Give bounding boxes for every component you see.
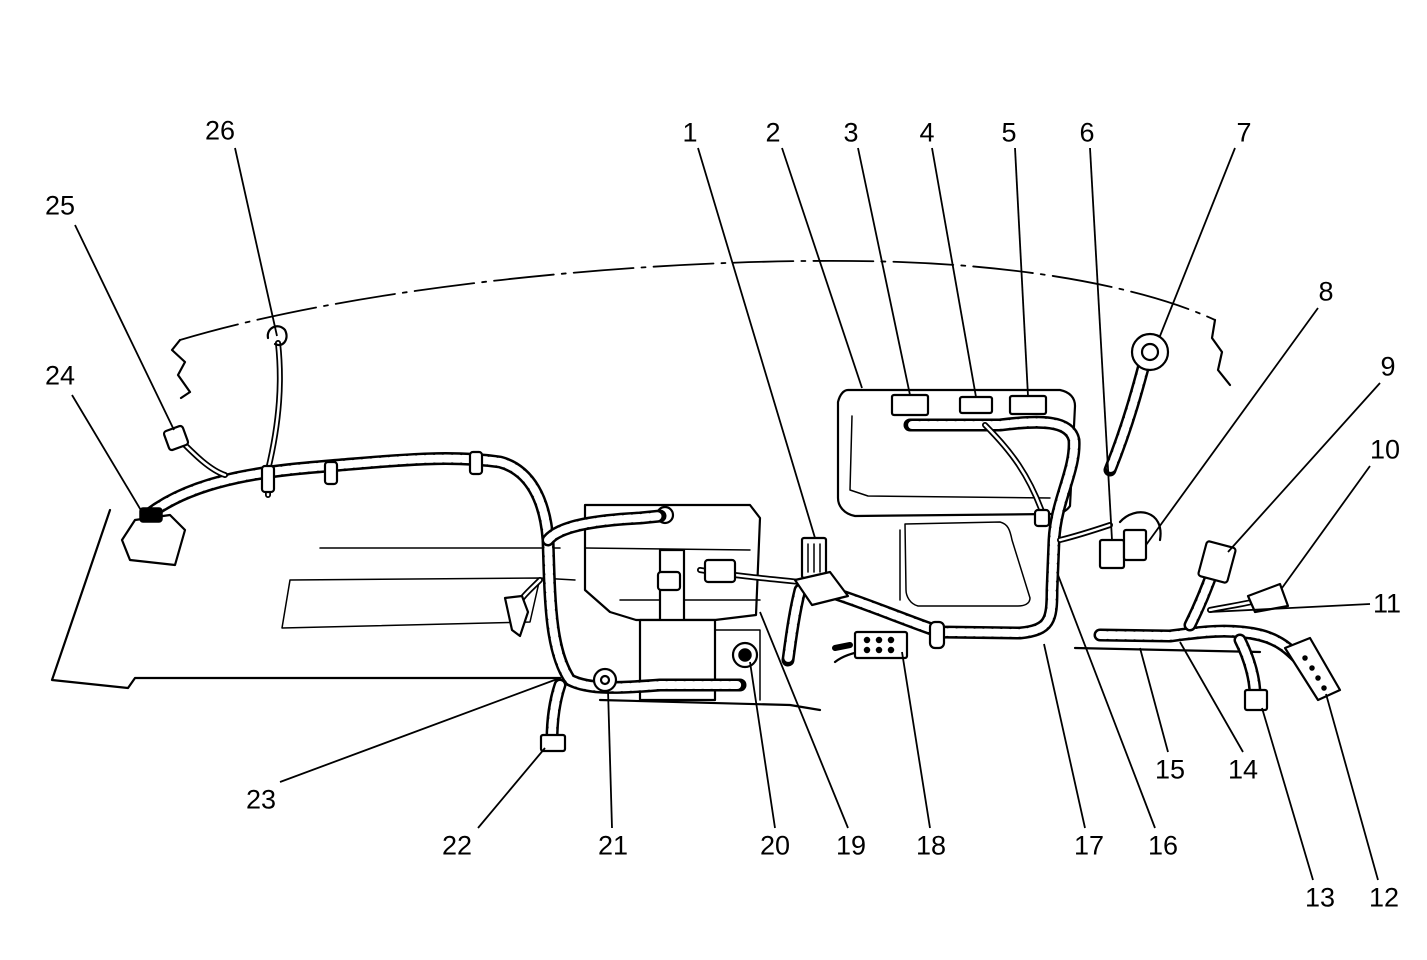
callout-14: 14 (1227, 754, 1259, 785)
callout-22: 22 (441, 830, 473, 861)
callout-2: 2 (765, 117, 781, 148)
callout-24: 24 (44, 360, 76, 391)
connector-22 (539, 733, 567, 753)
relay-6 (1098, 538, 1126, 570)
callout-8: 8 (1318, 276, 1334, 307)
callout-20: 20 (759, 830, 791, 861)
connectors (120, 325, 1342, 753)
callout-13: 13 (1304, 882, 1336, 913)
connector-24 (120, 513, 187, 567)
callout-1: 1 (682, 117, 698, 148)
callout-9: 9 (1380, 351, 1396, 382)
fuse-block-18 (853, 630, 909, 660)
callout-12: 12 (1368, 882, 1400, 913)
connector-5 (1008, 394, 1048, 416)
callout-5: 5 (1001, 117, 1017, 148)
main-harness-trunk (141, 335, 1307, 747)
callout-19: 19 (835, 830, 867, 861)
connector-9 (1197, 540, 1237, 584)
callout-6: 6 (1079, 117, 1095, 148)
connector-3 (890, 393, 930, 417)
callout-16: 16 (1147, 830, 1179, 861)
connector-10 (1246, 582, 1290, 614)
callout-23: 23 (245, 784, 277, 815)
callout-26: 26 (204, 115, 236, 146)
callout-21: 21 (597, 830, 629, 861)
callout-11: 11 (1372, 588, 1402, 619)
connector-13 (1243, 688, 1269, 712)
connector-4 (958, 395, 994, 415)
connector-8 (1118, 511, 1162, 542)
callout-10: 10 (1369, 434, 1401, 465)
callout-7: 7 (1236, 117, 1252, 148)
callout-17: 17 (1073, 830, 1105, 861)
callout-25: 25 (44, 190, 76, 221)
callout-15: 15 (1154, 754, 1186, 785)
callout-18: 18 (915, 830, 947, 861)
leader-lines (71, 147, 1381, 881)
callout-3: 3 (843, 117, 859, 148)
clip-26 (266, 325, 288, 347)
callout-4: 4 (919, 117, 935, 148)
